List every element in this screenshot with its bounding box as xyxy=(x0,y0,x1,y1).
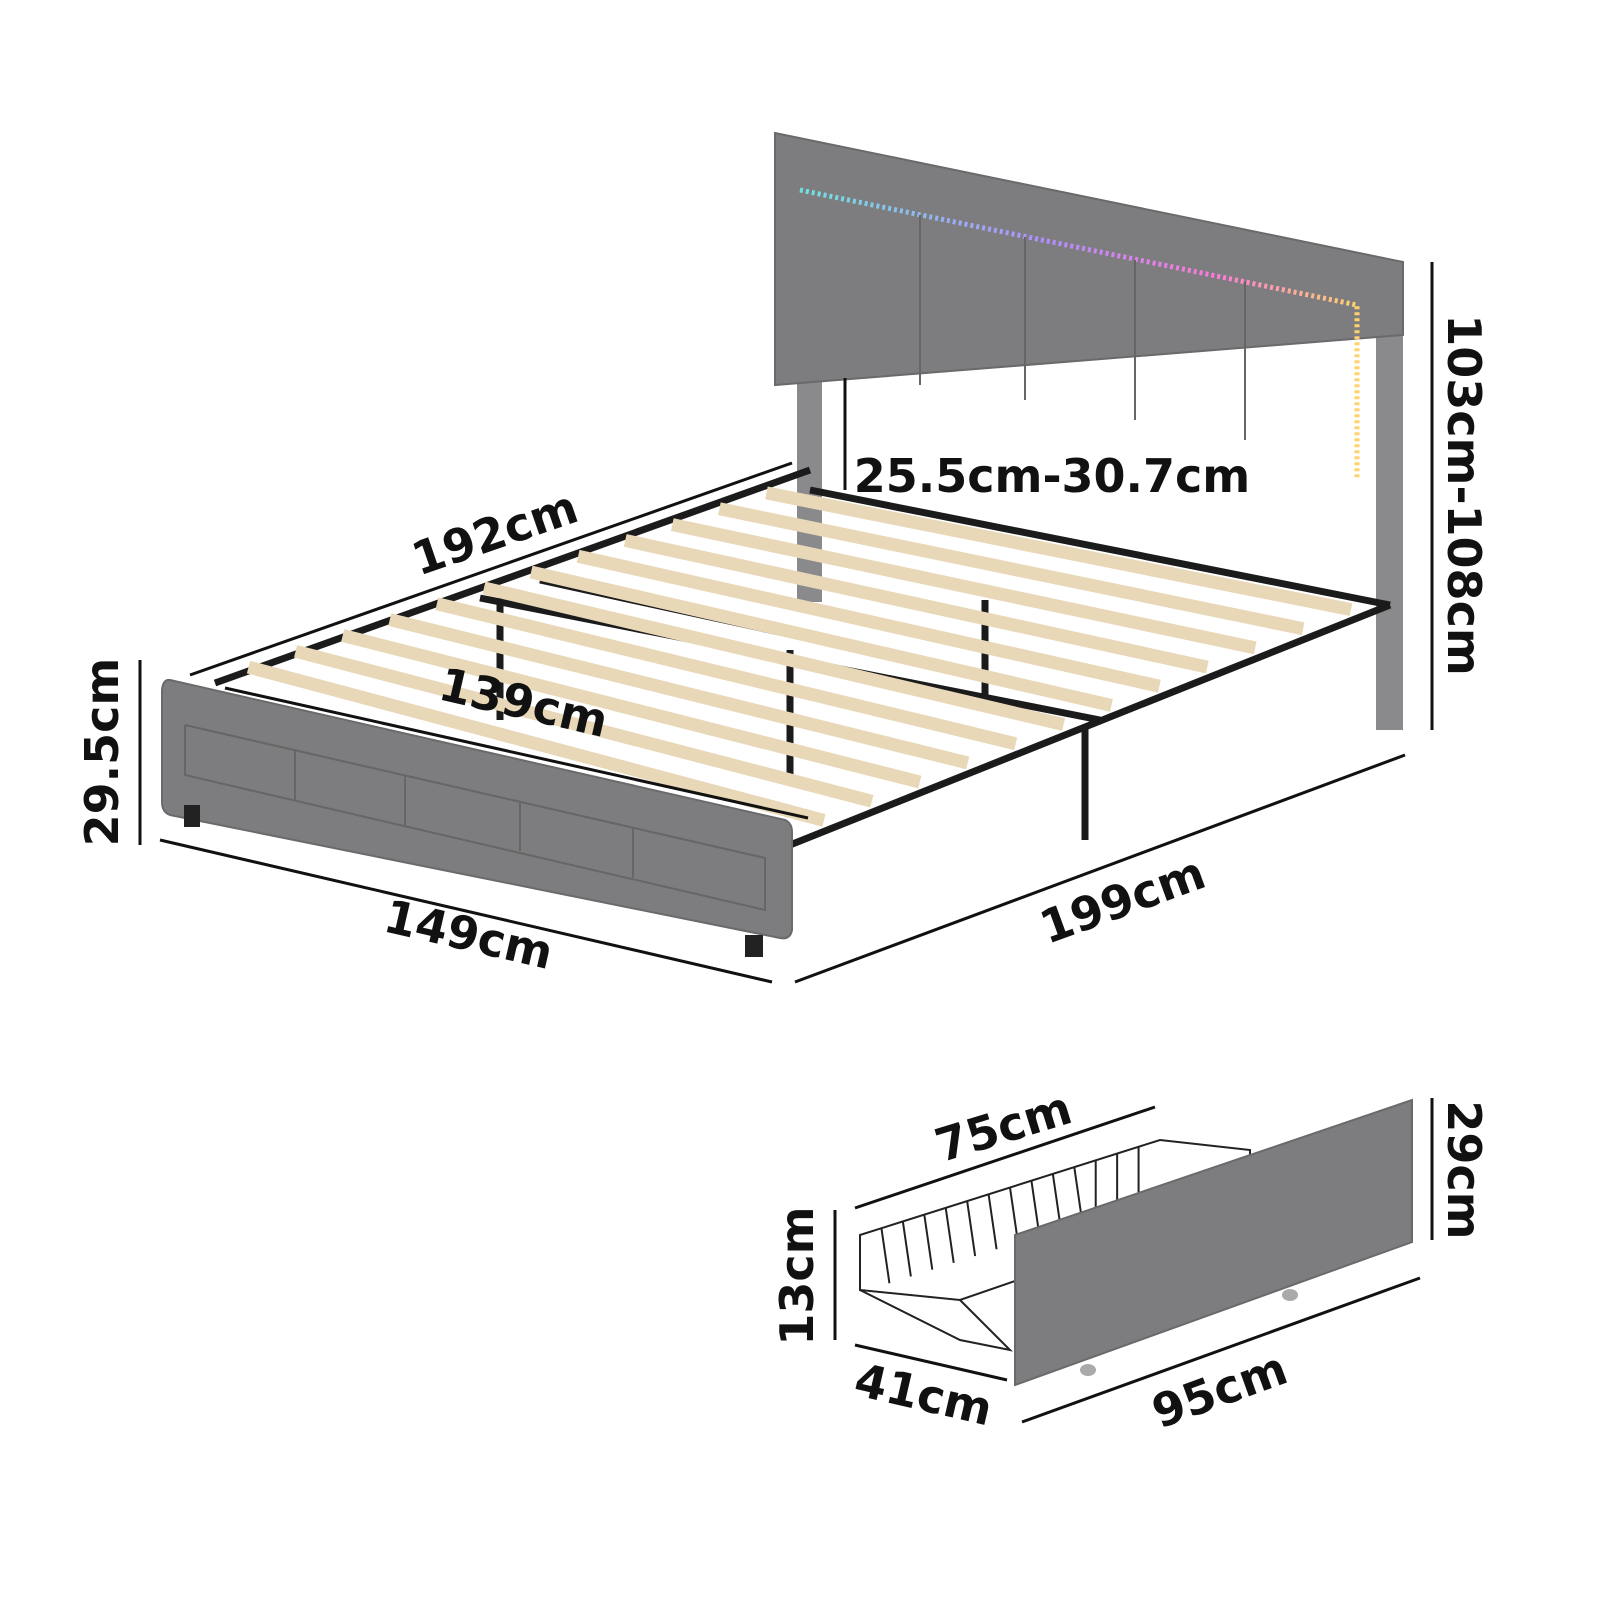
dimension-lines xyxy=(138,262,1434,1424)
label-headboard-gap: 25.5cm-30.7cm xyxy=(854,449,1250,503)
slat xyxy=(435,597,1018,751)
label-drawer-13: 13cm xyxy=(770,1206,824,1345)
label-bed-length-192: 192cm xyxy=(405,479,584,586)
headboard-right-leg xyxy=(1376,330,1403,730)
label-bed-width-149: 149cm xyxy=(379,889,558,980)
slat xyxy=(388,613,970,770)
basket-wire xyxy=(944,1207,955,1264)
basket-wire xyxy=(966,1200,977,1257)
slat xyxy=(765,486,1353,616)
drawer-front-panel xyxy=(1014,1098,1413,1387)
slat xyxy=(246,660,826,827)
slat xyxy=(718,502,1305,636)
slat xyxy=(341,629,922,789)
slat xyxy=(623,534,1209,674)
label-headboard-height: 103cm-108cm xyxy=(1437,314,1491,676)
label-footboard-height: 29.5cm xyxy=(75,658,129,847)
basket-wire xyxy=(880,1228,891,1284)
slat xyxy=(670,518,1257,655)
slat xyxy=(576,549,1161,693)
basket-wire xyxy=(987,1194,998,1250)
label-drawer-41: 41cm xyxy=(850,1352,998,1436)
label-drawer-95: 95cm xyxy=(1145,1341,1294,1439)
storage-drawer xyxy=(859,1098,1413,1387)
footboard xyxy=(161,678,793,957)
slat xyxy=(293,644,874,808)
basket-wire xyxy=(923,1214,934,1270)
basket-wire xyxy=(901,1221,912,1277)
label-drawer-29: 29cm xyxy=(1437,1100,1491,1239)
wooden-slats xyxy=(246,486,1353,827)
headboard xyxy=(774,131,1404,480)
slat xyxy=(529,565,1113,712)
slat xyxy=(482,581,1066,731)
basket-wire xyxy=(1009,1187,1019,1243)
